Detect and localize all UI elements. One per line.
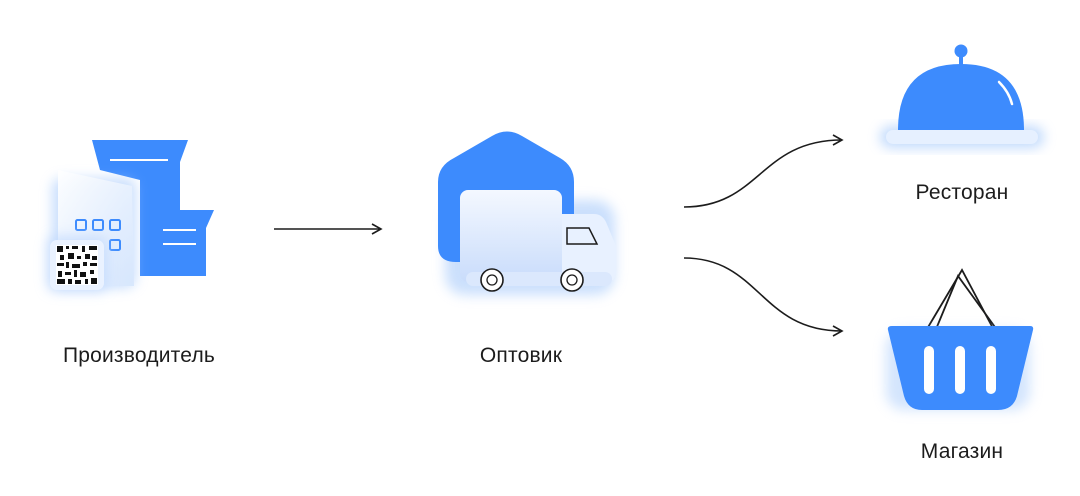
manufacturer-label: Производитель <box>62 344 216 367</box>
factory-barcode-icon <box>47 140 214 292</box>
shopping-basket-icon <box>886 268 1034 410</box>
cloche-icon <box>880 44 1044 148</box>
restaurant-label: Ресторан <box>915 181 1009 204</box>
store-label: Магазин <box>920 440 1004 463</box>
flow-arrow-to-restaurant <box>683 134 844 208</box>
flow-arrow-to-store <box>683 257 844 337</box>
qr-code-icon <box>47 236 107 292</box>
wholesaler-label: Оптовик <box>479 344 563 367</box>
warehouse-truck-icon <box>438 131 616 295</box>
